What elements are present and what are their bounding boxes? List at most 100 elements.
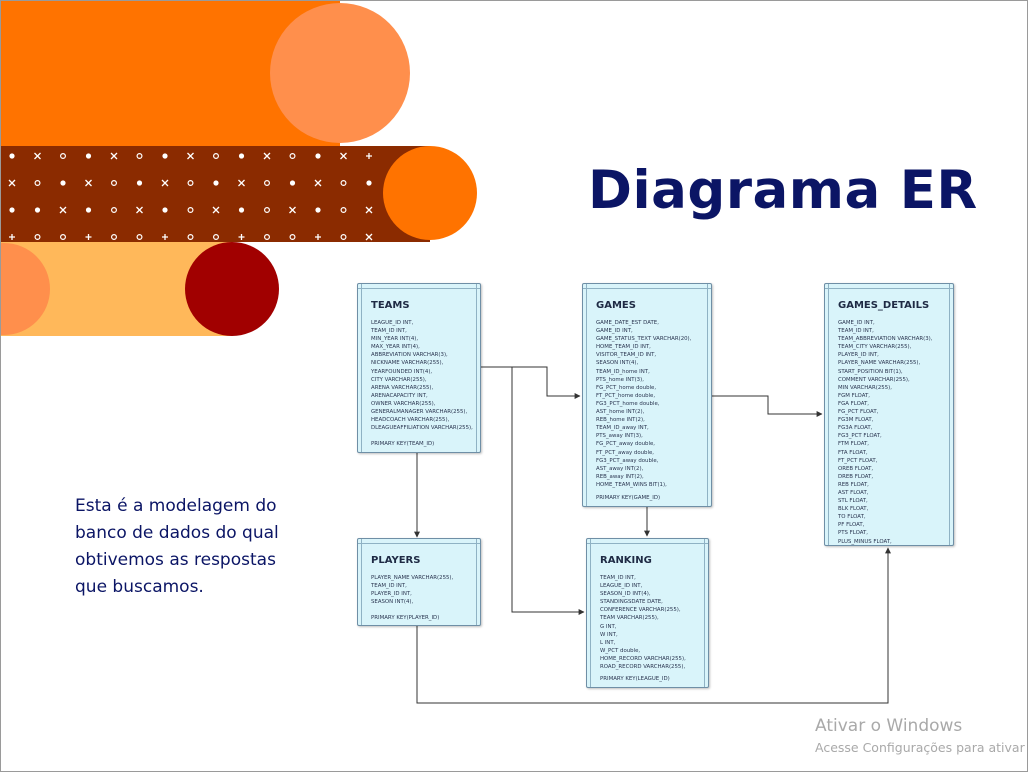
attribute-row: PLUS_MINUS FLOAT, (838, 538, 892, 545)
pattern-mark (238, 179, 245, 187)
attribute-row: STL FLOAT, (838, 498, 868, 505)
entity-ranking[interactable]: RANKING TEAM_ID INT,LEAGUE_ID INT,SEASON… (586, 538, 709, 688)
entity-top-rule (587, 543, 708, 544)
pattern-mark (8, 179, 16, 187)
entity-games-details[interactable]: GAMES_DETAILS GAME_ID INT,TEAM_ID INT,TE… (824, 283, 954, 546)
pattern-mark (264, 234, 271, 241)
attribute-row: TEAM_ID INT, (371, 583, 407, 590)
pattern-mark (314, 179, 322, 187)
attribute-row: COMMENT VARCHAR(255), (838, 376, 910, 383)
connector-games-gamesdetails (711, 395, 823, 417)
attribute-row: OREB FLOAT, (838, 465, 874, 472)
pattern-mark (238, 153, 245, 159)
attribute-row: NICKNAME VARCHAR(255), (371, 360, 444, 367)
pattern-mark (289, 153, 296, 160)
light-orange-half-circle (0, 243, 50, 335)
pattern-mark (238, 234, 245, 240)
pattern-mark (60, 180, 66, 186)
pattern-mark (213, 234, 220, 241)
attribute-row: TEAM_ID INT, (371, 328, 407, 335)
attribute-row: YEARFOUNDED INT(4), (371, 368, 433, 375)
pattern-mark (187, 234, 194, 241)
pattern-mark (289, 180, 296, 186)
attribute-row: G INT, (600, 623, 617, 630)
pattern-mark (315, 207, 321, 213)
light-orange-circle (270, 3, 410, 143)
connector-teams-ranking (480, 366, 585, 615)
pattern-mark (85, 153, 92, 159)
attribute-row: START_POSITION BIT(1), (838, 368, 903, 375)
pattern-mark (34, 152, 41, 160)
attribute-row: PLAYER_ID INT, (838, 352, 879, 359)
attribute-list: GAME_ID INT, TEAM_ID INT,TEAM_ABBREVIATIO… (838, 319, 933, 546)
pattern-mark (238, 207, 245, 213)
attribute-row: MAX_YEAR INT(4), (371, 344, 420, 351)
pattern-mark (162, 153, 168, 159)
attribute-row: FTM FLOAT, (838, 441, 869, 448)
attribute-row: GAME_DATE_EST DATE, (596, 320, 659, 326)
entity-games[interactable]: GAMES GAME_DATE_EST DATE,GAME_ID INT,GAM… (582, 283, 712, 507)
pattern-mark (85, 207, 92, 213)
dark-red-circle (185, 242, 279, 336)
pattern-mark (187, 207, 194, 214)
pattern-mark (187, 152, 194, 160)
pattern-mark (213, 153, 220, 160)
connector-players-gamesdetails (416, 547, 891, 704)
attribute-row: FG_PCT_away double, (596, 441, 655, 448)
pattern-mark (59, 206, 67, 214)
primary-key: PRIMARY KEY(GAME_ID) (596, 495, 661, 501)
attribute-row: TO FLOAT, (838, 514, 866, 521)
attribute-row: W INT, (600, 631, 618, 638)
attribute-row: FGM FLOAT, (838, 392, 870, 399)
attribute-row: REB FLOAT, (838, 481, 869, 488)
pattern-mark (264, 180, 271, 187)
description-line: Esta é a modelagem do (75, 496, 277, 516)
attribute-row: HOME_TEAM_WINS BIT(1), (596, 481, 667, 488)
pattern-mark (110, 234, 117, 241)
attribute-row: AST FLOAT, (838, 489, 869, 496)
pattern-mark (34, 234, 41, 241)
attribute-row: FT_PCT_away double, (596, 449, 655, 456)
attribute-row: GAME_ID INT, (838, 320, 875, 326)
description-line: obtivemos as respostas (75, 550, 276, 570)
attribute-row: PF FLOAT, (838, 522, 865, 529)
attribute-row: FGA FLOAT, (838, 400, 870, 407)
pattern-mark (110, 152, 118, 160)
attribute-row: MIN VARCHAR(255), (838, 384, 892, 391)
attribute-row: TEAM_ID INT, (838, 328, 874, 335)
attribute-row: PTS_home INT(3), (596, 376, 644, 383)
attribute-row: FG_PCT FLOAT, (838, 409, 879, 416)
pattern-mark (340, 152, 347, 160)
attribute-row: TEAM_ABBREVIATION VARCHAR(3), (838, 336, 933, 343)
attribute-row: SEASON INT(4), (371, 599, 414, 606)
entity-teams[interactable]: TEAMS LEAGUE_ID INT,TEAM_ID INT,MIN_YEAR… (357, 283, 481, 453)
pattern-mark (85, 179, 92, 187)
entity-players[interactable]: PLAYERS PLAYER_NAME VARCHAR(255),TEAM_ID… (357, 538, 481, 626)
attribute-row: GENERALMANAGER VARCHAR(255), (371, 409, 468, 416)
pattern-mark (110, 207, 117, 214)
windows-activation-subtitle: Acesse Configurações para ativar o Windo… (815, 740, 1027, 755)
pattern-mark (9, 153, 15, 159)
orange-circle (383, 146, 477, 240)
pattern-mark (289, 234, 296, 241)
attribute-row: AST_away INT(2), (596, 465, 644, 472)
attribute-row: ARENACAPACITY INT, (371, 392, 428, 399)
attribute-list: GAME_DATE_EST DATE,GAME_ID INT,GAME_STAT… (596, 319, 691, 489)
description-line: banco de dados do qual (75, 523, 279, 543)
description-text: Esta é a modelagem do banco de dados do … (75, 493, 305, 601)
primary-key: PRIMARY KEY(PLAYER_ID) (371, 615, 440, 621)
pattern-mark (315, 234, 321, 240)
attribute-row: LEAGUE_ID INT, (600, 583, 643, 590)
attribute-row: FT_PCT_home double, (596, 392, 656, 399)
pattern-mark (161, 179, 169, 187)
pattern-mark (366, 153, 372, 159)
attribute-row: TEAM_ID_away INT, (596, 425, 649, 432)
attribute-row: AST_home INT(2), (596, 409, 645, 416)
pattern-mark (213, 180, 219, 186)
pattern-mark (136, 206, 143, 214)
attribute-row: VISITOR_TEAM_ID INT, (596, 352, 657, 359)
attribute-row: GAME_ID INT, (596, 328, 633, 335)
pattern-mark (34, 180, 41, 187)
pattern-mark (263, 152, 271, 160)
